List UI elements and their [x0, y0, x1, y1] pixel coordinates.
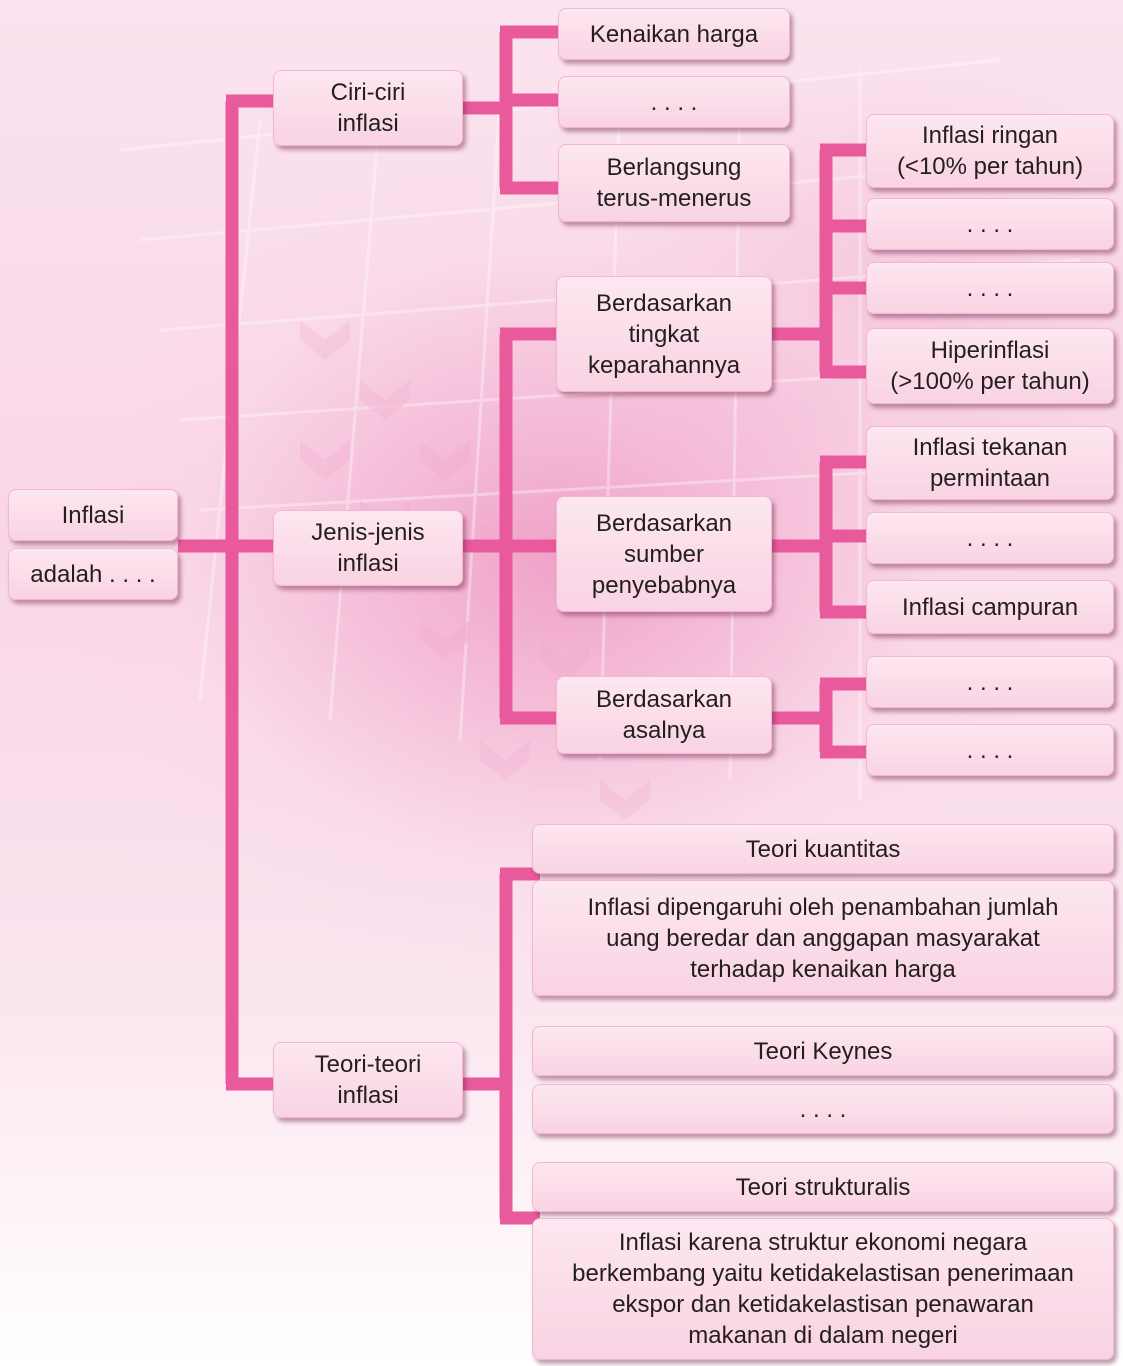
sumber-item-box: Inflasi campuran — [866, 580, 1114, 634]
teori-desc-box: Inflasi dipengaruhi oleh penambahan juml… — [532, 880, 1114, 996]
sumber-item-box: Inflasi tekanan permintaan — [866, 426, 1114, 500]
teori-title-box: Teori Keynes — [532, 1026, 1114, 1076]
teori-title-box: Teori kuantitas — [532, 824, 1114, 874]
asal-item-box: . . . . — [866, 656, 1114, 708]
teori-inflasi-box: Teori-teori inflasi — [273, 1042, 463, 1118]
tingkat-keparahan-box: Berdasarkan tingkat keparahannya — [556, 276, 772, 392]
tingkat-item-box: . . . . — [866, 198, 1114, 250]
ciri-item-box: . . . . — [558, 76, 790, 128]
asal-box: Berdasarkan asalnya — [556, 676, 772, 754]
sumber-penyebab-box: Berdasarkan sumber penyebabnya — [556, 496, 772, 612]
tingkat-item-box: Inflasi ringan (<10% per tahun) — [866, 114, 1114, 188]
teori-title-box: Teori strukturalis — [532, 1162, 1114, 1212]
jenis-inflasi-box: Jenis-jenis inflasi — [273, 510, 463, 586]
tingkat-item-box: Hiperinflasi (>100% per tahun) — [866, 328, 1114, 404]
ciri-item-box: Berlangsung terus-menerus — [558, 144, 790, 222]
ciri-inflasi-box: Ciri-ciri inflasi — [273, 70, 463, 146]
ciri-item-box: Kenaikan harga — [558, 8, 790, 60]
teori-desc-box: Inflasi karena struktur ekonomi negara b… — [532, 1218, 1114, 1360]
asal-item-box: . . . . — [866, 724, 1114, 776]
sumber-item-box: . . . . — [866, 512, 1114, 564]
tingkat-item-box: . . . . — [866, 262, 1114, 314]
teori-desc-box: . . . . — [532, 1084, 1114, 1134]
root-definition-box: adalah . . . . — [8, 548, 178, 600]
root-title-box: Inflasi — [8, 489, 178, 541]
